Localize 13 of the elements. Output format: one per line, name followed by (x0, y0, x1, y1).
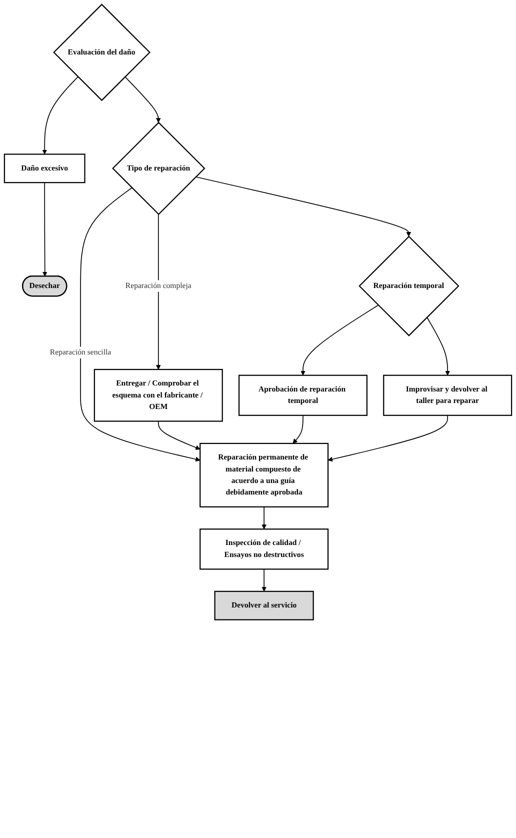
arrow (195, 176, 412, 237)
arrow (42, 182, 48, 276)
arrow (156, 214, 161, 370)
arrow (42, 76, 78, 154)
arrow (292, 414, 304, 444)
arrow (262, 506, 266, 530)
arrow (80, 187, 200, 462)
arrow (262, 568, 266, 592)
arrow (328, 414, 448, 462)
arrow (426, 316, 450, 376)
arrow (158, 420, 200, 450)
arrow (124, 76, 161, 123)
arrow (300, 304, 379, 376)
